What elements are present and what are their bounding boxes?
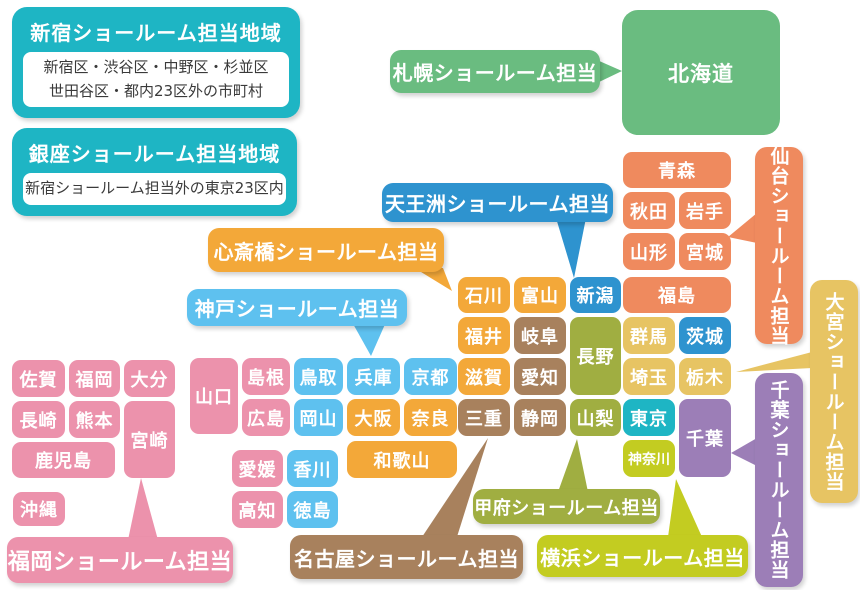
pref-shiga: 滋賀	[458, 358, 510, 395]
callout-sendai-showroom: 仙台ショールーム担当	[755, 146, 803, 346]
legend-shinjuku-area: 新宿ショールーム担当地域 新宿区・渋谷区・中野区・杉並区 世田谷区・都内23区外…	[12, 7, 300, 118]
callout-kobe-showroom: 神戸ショールーム担当	[187, 289, 407, 326]
pref-nagasaki: 長崎	[12, 401, 65, 438]
legend-shinjuku-line2: 世田谷区・都内23区外の市町村	[48, 81, 264, 100]
callout-kofu-showroom: 甲府ショールーム担当	[473, 489, 660, 524]
pref-gunma: 群馬	[623, 317, 675, 354]
callout-nagoya-showroom: 名古屋ショールーム担当	[290, 535, 523, 579]
pref-ishikawa: 石川	[458, 277, 510, 313]
pref-shimane: 島根	[242, 358, 290, 395]
pref-yamanashi: 山梨	[570, 399, 621, 436]
pref-ehime: 愛媛	[232, 450, 283, 487]
pref-ibaraki: 茨城	[679, 317, 731, 354]
fukuoka-callout-tail	[128, 478, 158, 540]
pref-kumamoto: 熊本	[69, 401, 120, 438]
sapporo-callout-tail	[597, 60, 622, 83]
legend-ginza-title: 銀座ショールーム担当地域	[28, 142, 281, 166]
callout-shinsaibashi-showroom: 心斎橋ショールーム担当	[208, 228, 444, 272]
pref-okinawa: 沖縄	[13, 492, 65, 526]
pref-hyogo: 兵庫	[347, 358, 400, 395]
kofu-callout-tail	[558, 439, 588, 492]
kobe-callout-tail	[352, 322, 386, 356]
pref-aomori: 青森	[623, 152, 731, 188]
omiya-callout-tail	[736, 352, 812, 372]
pref-wakayama: 和歌山	[347, 441, 457, 478]
pref-miyagi: 宮城	[679, 233, 731, 270]
tennozu-callout-tail	[556, 218, 586, 278]
pref-aichi: 愛知	[514, 358, 566, 395]
pref-toyama: 富山	[514, 277, 566, 313]
pref-mie: 三重	[458, 399, 510, 436]
pref-yamaguchi: 山口	[190, 358, 238, 434]
pref-saitama: 埼玉	[623, 358, 675, 395]
pref-kochi: 高知	[232, 491, 283, 528]
pref-fukushima: 福島	[623, 277, 731, 313]
pref-chiba: 千葉	[679, 399, 731, 477]
pref-hiroshima: 広島	[242, 399, 290, 436]
pref-fukui: 福井	[458, 317, 510, 354]
pref-niigata: 新潟	[570, 277, 621, 313]
pref-miyazaki: 宮崎	[124, 401, 175, 478]
legend-shinjuku-title: 新宿ショールーム担当地域	[30, 21, 282, 45]
pref-kanagawa: 神奈川	[623, 440, 675, 477]
callout-omiya-showroom: 大宮ショールーム担当	[810, 280, 858, 503]
callout-fukuoka-showroom: 福岡ショールーム担当	[7, 537, 233, 583]
pref-fukuoka: 福岡	[69, 360, 120, 397]
pref-tochigi: 栃木	[679, 358, 731, 395]
pref-tottori: 鳥取	[294, 358, 343, 395]
pref-tokushima: 徳島	[287, 491, 338, 528]
pref-kagoshima: 鹿児島	[12, 442, 115, 478]
legend-ginza-body: 新宿ショールーム担当外の東京23区内	[23, 173, 286, 205]
pref-oita: 大分	[124, 360, 175, 397]
legend-shinjuku-line1: 新宿区・渋谷区・中野区・杉並区	[43, 58, 269, 77]
pref-shizuoka: 静岡	[514, 399, 566, 436]
sendai-callout-tail	[728, 213, 757, 243]
callout-yokohama-showroom: 横浜ショールーム担当	[537, 535, 748, 577]
yokohama-callout-tail	[668, 479, 702, 537]
pref-iwate: 岩手	[679, 192, 731, 229]
pref-kagawa: 香川	[287, 450, 338, 487]
callout-sapporo-showroom: 札幌ショールーム担当	[390, 50, 600, 93]
legend-ginza-area: 銀座ショールーム担当地域 新宿ショールーム担当外の東京23区内	[12, 128, 297, 216]
callout-tennozu-showroom: 天王洲ショールーム担当	[382, 183, 613, 222]
pref-osaka: 大阪	[347, 399, 400, 436]
pref-yamagata: 山形	[623, 233, 675, 270]
pref-saga: 佐賀	[12, 360, 65, 397]
callout-chiba-showroom: 千葉ショールーム担当	[755, 373, 803, 587]
pref-nara: 奈良	[404, 399, 457, 436]
pref-okayama: 岡山	[294, 399, 343, 436]
pref-akita: 秋田	[623, 192, 675, 229]
chiba-callout-tail	[731, 438, 757, 466]
legend-shinjuku-body: 新宿区・渋谷区・中野区・杉並区 世田谷区・都内23区外の市町村	[23, 52, 289, 107]
pref-tokyo: 東京	[623, 399, 675, 436]
pref-gifu: 岐阜	[514, 317, 566, 354]
pref-hokkaido: 北海道	[622, 10, 780, 135]
pref-nagano: 長野	[570, 317, 621, 395]
pref-kyoto: 京都	[404, 358, 457, 395]
